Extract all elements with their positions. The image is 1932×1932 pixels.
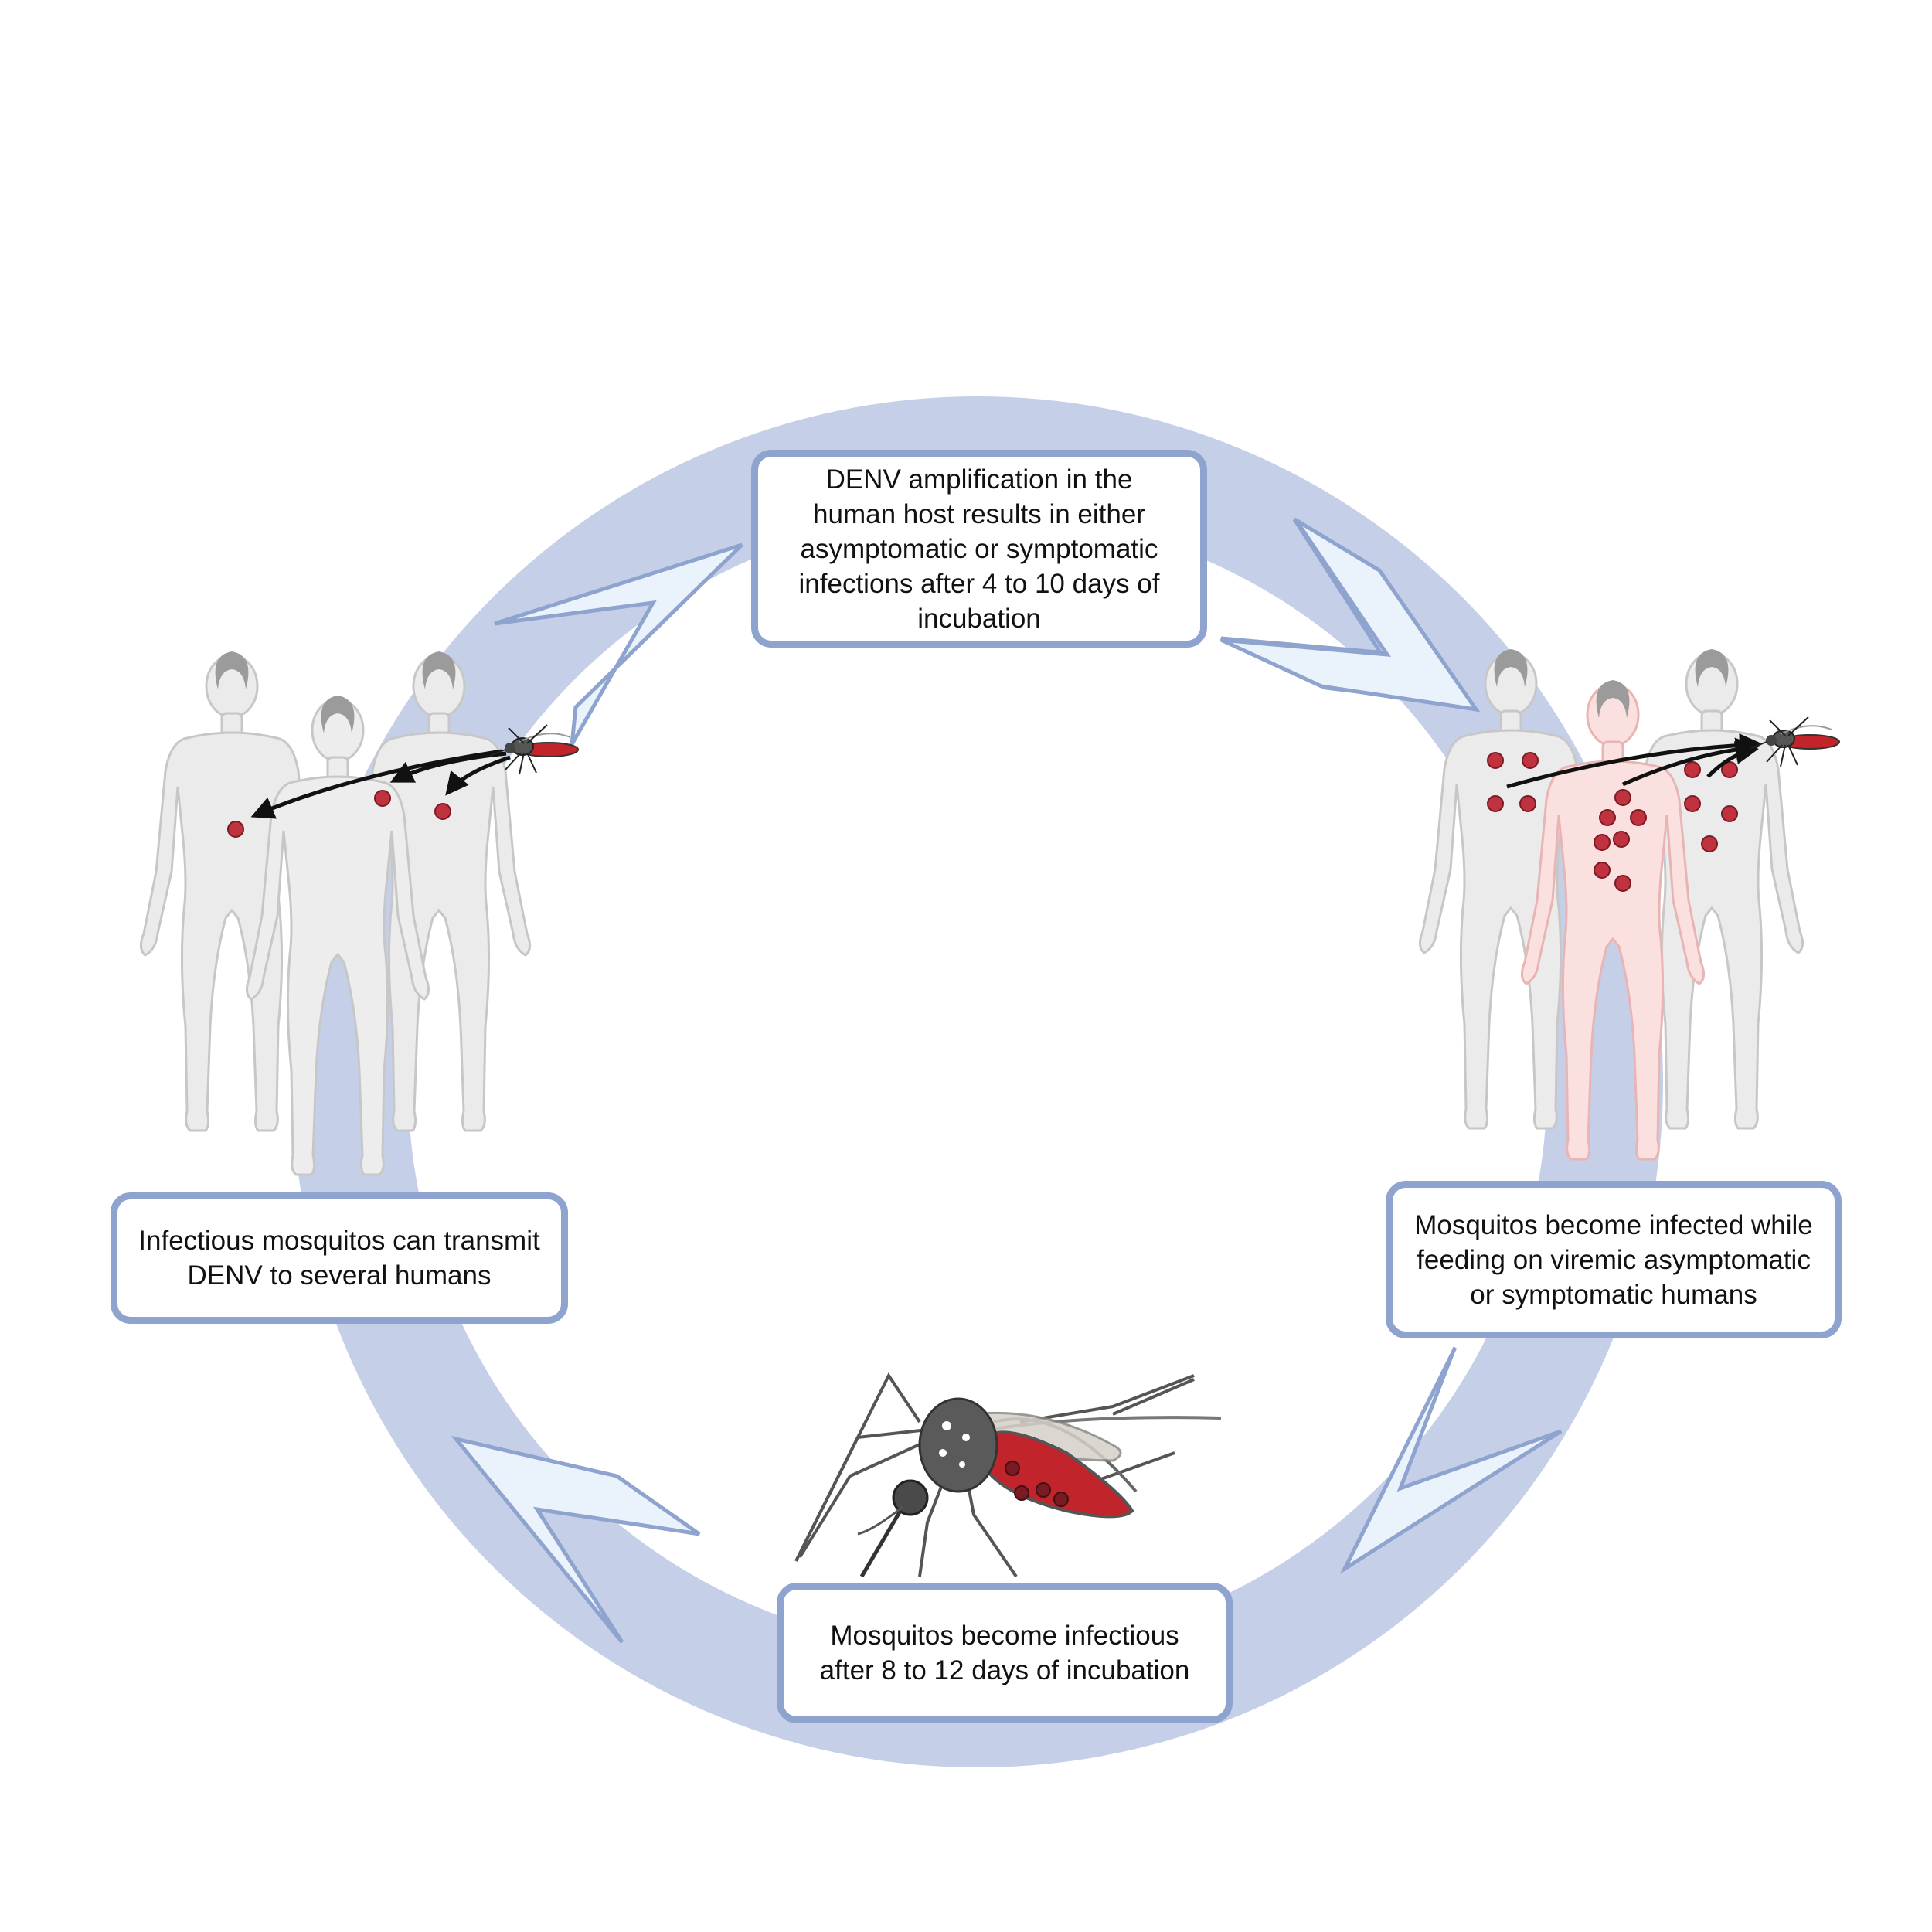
step-text: Mosquitos become infected while feeding … bbox=[1414, 1208, 1813, 1312]
step-text: DENV amplification in the human host res… bbox=[799, 462, 1160, 636]
chevron-arrow-bottom-left bbox=[451, 1435, 701, 1644]
step-text-line: Infectious mosquitos can transmit bbox=[138, 1226, 540, 1256]
step-text-line: feeding on viremic asymptomatic bbox=[1417, 1244, 1811, 1275]
virus-particles bbox=[1487, 752, 1738, 892]
chevron-arrow-bottom-right bbox=[1339, 1346, 1563, 1574]
transmission-arrow bbox=[250, 749, 503, 819]
step-box-amplification: DENV amplification in the human host res… bbox=[751, 450, 1207, 648]
step-text-line: Mosquitos become infectious bbox=[830, 1621, 1179, 1651]
step-box-mosquito-incubation: Mosquitos become infectious after 8 to 1… bbox=[777, 1583, 1233, 1723]
step-text-line: DENV to several humans bbox=[187, 1260, 492, 1291]
step-text-line: asymptomatic or symptomatic bbox=[800, 533, 1158, 564]
virus-particle bbox=[374, 790, 391, 807]
step-text-line: incubation bbox=[917, 603, 1041, 634]
step-text-line: human host results in either bbox=[813, 498, 1145, 529]
step-text-line: Mosquitos become infected while bbox=[1414, 1209, 1813, 1240]
human-group-right bbox=[1418, 648, 1840, 1161]
mosquito-large bbox=[794, 1372, 1222, 1578]
step-text-line: or symptomatic humans bbox=[1470, 1279, 1757, 1310]
uptake-arrow bbox=[1506, 733, 1763, 789]
step-text-line: after 8 to 12 days of incubation bbox=[819, 1655, 1190, 1685]
step-text: Mosquitos become infectious after 8 to 1… bbox=[820, 1618, 1190, 1688]
step-box-transmission: Infectious mosquitos can transmit DENV t… bbox=[111, 1192, 568, 1324]
chevron-arrow-top-right bbox=[1219, 518, 1481, 713]
step-box-mosquito-infection: Mosquitos become infected while feeding … bbox=[1386, 1181, 1842, 1338]
transmission-arrow bbox=[389, 751, 507, 783]
step-text: Infectious mosquitos can transmit DENV t… bbox=[138, 1223, 539, 1293]
virus-particle bbox=[227, 821, 244, 838]
chevron-arrow-top-left bbox=[494, 543, 743, 746]
transmission-arrow bbox=[445, 755, 511, 796]
human-group-left bbox=[139, 650, 579, 1176]
step-text-line: DENV amplification in the bbox=[825, 464, 1133, 495]
step-text-line: infections after 4 to 10 days of bbox=[798, 568, 1160, 599]
uptake-arrow bbox=[1706, 741, 1759, 778]
virus-particle bbox=[434, 803, 451, 820]
